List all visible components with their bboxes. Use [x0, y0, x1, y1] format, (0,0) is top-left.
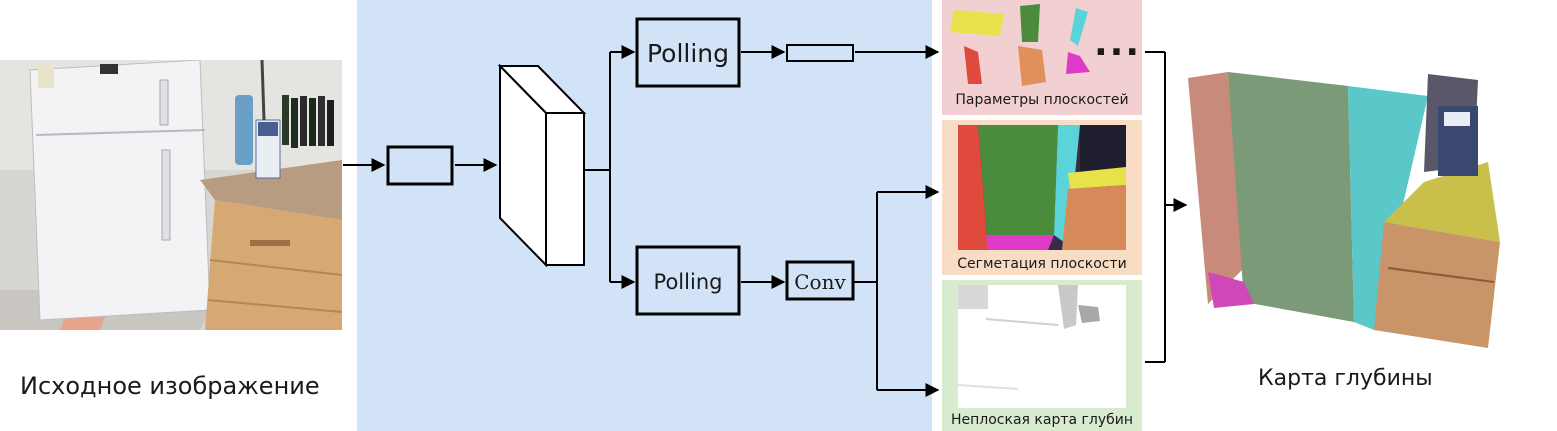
segmentation-label: Сегметация плоскости [957, 256, 1127, 272]
plane-params-label: Параметры плоскостей [955, 92, 1129, 108]
result-depth-map [1188, 72, 1500, 348]
pool-bottom-label: Polling [654, 270, 723, 294]
pool-bottom-box [635, 245, 741, 316]
feature-block [497, 63, 587, 268]
segmentation-image [958, 125, 1126, 250]
conv-box [785, 260, 855, 301]
input-image [0, 60, 342, 330]
pool-top-box [635, 17, 741, 88]
conv-label: Conv [794, 270, 846, 294]
pool-top-label: Polling [647, 39, 729, 68]
result-caption: Карта глубины [1258, 366, 1433, 391]
depth-label: Неплоская карта глубин [951, 412, 1133, 428]
input-caption: Исходное изображение [20, 372, 320, 400]
encoder-box [386, 145, 454, 186]
plane-params-ellipsis: ... [1094, 23, 1142, 64]
vector-box [786, 44, 854, 62]
depth-image [958, 285, 1126, 408]
plane-params-shapes [950, 4, 1090, 86]
